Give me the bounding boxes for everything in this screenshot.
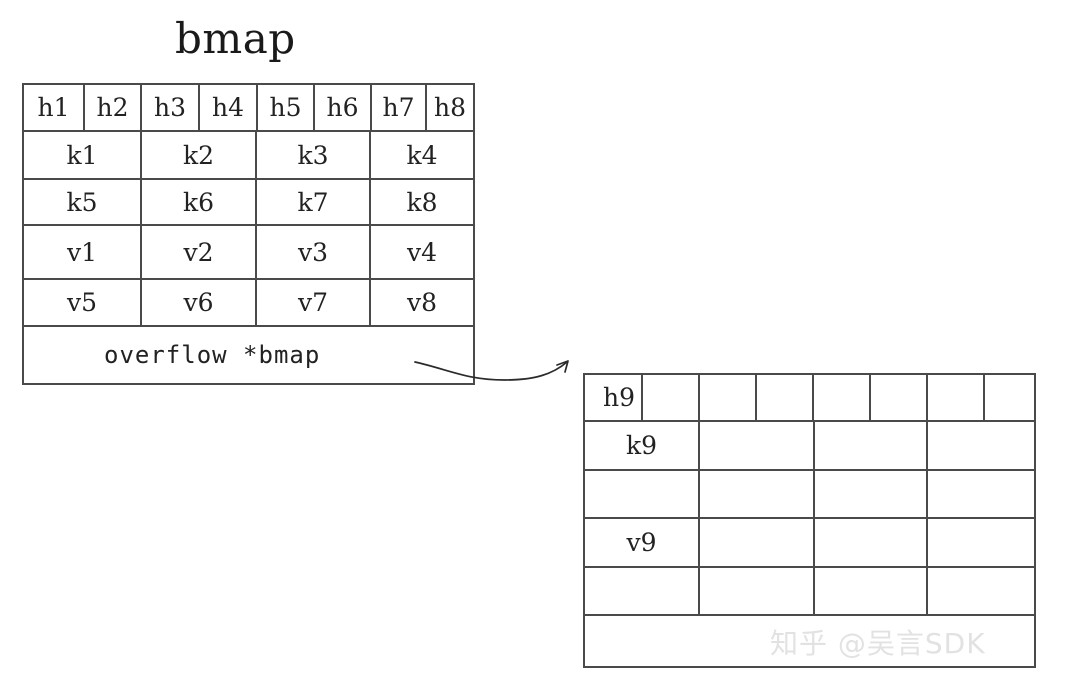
bmap-key-cell-k6: k6	[142, 180, 257, 224]
bmap-value-cell-v7: v7	[257, 280, 371, 325]
overflow-tophash-cell-7	[928, 375, 985, 420]
overflow-key-cell-5	[585, 471, 700, 517]
bmap-tophash-cell-3: h3	[142, 85, 200, 130]
bmap-key-cell-k7: k7	[257, 180, 371, 224]
bmap-tophash-row: h1 h2 h3 h4 h5 h6 h7 h8	[24, 85, 473, 132]
bmap-key-cell-k8: k8	[406, 187, 438, 217]
bmap-key-cell-k2: k2	[142, 132, 257, 178]
overflow-value-cell-5	[585, 568, 700, 614]
overflow-key-row-1: k9	[585, 422, 1034, 471]
overflow-value-cell-7	[815, 568, 928, 614]
bmap-value-cell-v4: v4	[406, 237, 438, 267]
bmap-value-cell-v8: v8	[406, 288, 438, 317]
bmap-value-cell-v2: v2	[142, 226, 257, 278]
overflow-value-row-2	[585, 568, 1034, 616]
watermark: 知乎 @吴言SDK	[770, 627, 986, 660]
bmap-tophash-cell-8: h8	[433, 93, 466, 122]
bmap-tophash-cell-4: h4	[200, 85, 258, 130]
overflow-tophash-row: h9	[585, 375, 1034, 422]
bmap-value-cell-v1: v1	[24, 226, 142, 278]
overflow-value-row-1: v9	[585, 519, 1034, 568]
overflow-key-cell-6	[700, 471, 815, 517]
bmap-tophash-cell-7: h7	[372, 85, 427, 130]
bmap-value-cell-v3: v3	[257, 226, 371, 278]
overflow-key-cell-3	[815, 422, 928, 469]
bmap-overflow-pointer-label: overflow *bmap	[104, 341, 321, 369]
bmap-value-row-2: v5 v6 v7 v8	[24, 280, 473, 327]
overflow-key-cell-2	[700, 422, 815, 469]
bmap-key-cell-k1: k1	[24, 132, 142, 178]
bmap-tophash-cell-1: h1	[24, 85, 85, 130]
overflow-tophash-cell-6	[871, 375, 928, 420]
overflow-value-cell-2	[700, 519, 815, 566]
bmap-value-cell-v6: v6	[142, 280, 257, 325]
overflow-value-cell-3	[815, 519, 928, 566]
overflow-key-cell-k9: k9	[585, 422, 700, 469]
bmap-tophash-cell-6: h6	[315, 85, 372, 130]
bmap-tophash-cell-5: h5	[258, 85, 315, 130]
overflow-tophash-cell-4	[757, 375, 814, 420]
overflow-overflow-row	[585, 616, 1034, 666]
bmap-key-cell-k4: k4	[406, 140, 438, 170]
overflow-tophash-cell-8	[985, 375, 1034, 420]
bmap-overflow-row: overflow *bmap	[24, 327, 473, 383]
bmap-value-row-1: v1 v2 v3 v4	[24, 226, 473, 280]
bmap-key-cell-k5: k5	[24, 180, 142, 224]
bmap-key-cell-k3: k3	[257, 132, 371, 178]
overflow-value-cell-6	[700, 568, 815, 614]
page-title: bmap	[175, 14, 296, 63]
overflow-tophash-cell-3	[700, 375, 757, 420]
overflow-value-cell-4	[928, 519, 1034, 566]
bmap-struct-table: h1 h2 h3 h4 h5 h6 h7 h8 k1 k2 k3 k4 k5 k…	[22, 83, 475, 385]
overflow-tophash-cell-1: h9	[585, 375, 643, 420]
overflow-value-cell-8	[928, 568, 1034, 614]
overflow-key-cell-4	[928, 422, 1034, 469]
overflow-key-cell-8	[928, 471, 1034, 517]
overflow-value-cell-v9: v9	[585, 519, 700, 566]
overflow-key-row-2	[585, 471, 1034, 519]
bmap-key-row-1: k1 k2 k3 k4	[24, 132, 473, 180]
overflow-key-cell-7	[815, 471, 928, 517]
bmap-tophash-cell-2: h2	[85, 85, 142, 130]
bmap-value-cell-v5: v5	[24, 280, 142, 325]
overflow-bmap-struct-table: h9 k9 v9	[583, 373, 1036, 668]
overflow-tophash-cell-5	[814, 375, 871, 420]
overflow-tophash-cell-2	[643, 375, 700, 420]
bmap-key-row-2: k5 k6 k7 k8	[24, 180, 473, 226]
